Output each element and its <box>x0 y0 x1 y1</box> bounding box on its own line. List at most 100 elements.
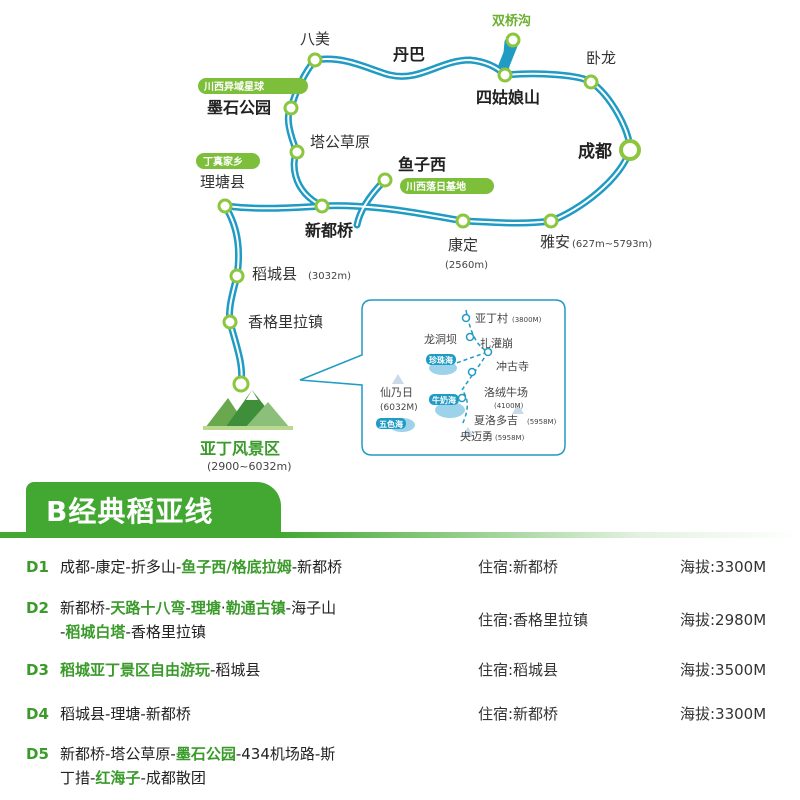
svg-text:冲古寺: 冲古寺 <box>496 359 529 373</box>
svg-text:(3800M): (3800M) <box>512 316 542 324</box>
lodging-label: 住宿:新都桥 <box>478 705 559 723</box>
svg-text:(5958M): (5958M) <box>495 434 525 442</box>
lodging-label: 住宿:香格里拉镇 <box>478 611 589 629</box>
highlight-spot: 勒通古镇 <box>225 599 286 617</box>
label-yaan: 雅安 <box>540 233 570 251</box>
route-text: 丁措- <box>60 769 96 787</box>
route-text: - <box>185 599 191 617</box>
svg-text:(5958M): (5958M) <box>527 418 557 426</box>
route-line: 稻城县-理塘-新都桥 <box>60 702 440 726</box>
label-kangding-alt: (2560m) <box>445 260 488 271</box>
svg-text:仙乃日: 仙乃日 <box>380 386 413 399</box>
route-line: 丁措-红海子-成都散团 <box>60 766 440 790</box>
day-route: 新都桥-天路十八弯-理塘·勒通古镇-海子山-稻城白塔-香格里拉镇 <box>60 596 440 644</box>
day-label: D2 <box>26 599 49 617</box>
altitude-label: 海拔:3500M <box>680 661 767 679</box>
route-banner: B经典稻亚线 <box>0 482 800 538</box>
altitude-label: 海拔:3300M <box>680 705 767 723</box>
route-text: -稻城县 <box>210 661 261 679</box>
label-moshigongyuan: 墨石公园 <box>207 98 271 117</box>
svg-text:夏洛多吉: 夏洛多吉 <box>474 413 518 427</box>
day-route: 稻城县-理塘-新都桥 <box>60 702 440 726</box>
lodging-label: 住宿:新都桥 <box>478 558 559 576</box>
node-yuzixi <box>377 172 393 188</box>
route-text: -434机场路-斯 <box>235 745 336 763</box>
route-text: 新都桥- <box>60 599 111 617</box>
svg-text:洛绒牛场: 洛绒牛场 <box>484 385 528 399</box>
node-litang <box>217 198 233 214</box>
highlight-spot: 墨石公园 <box>175 745 236 763</box>
label-wolong: 卧龙 <box>586 49 616 67</box>
svg-text:五色海: 五色海 <box>379 419 403 429</box>
svg-text:川西异域星球: 川西异域星球 <box>203 80 265 93</box>
day-route: 稻城亚丁景区自由游玩-稻城县 <box>60 658 440 682</box>
label-daocheng: 稻城县 <box>252 265 297 283</box>
highlight-spot: 天路十八弯 <box>110 599 186 617</box>
route-text: · <box>220 599 226 617</box>
tag-moshi: 川西异域星球 <box>198 78 308 94</box>
label-daocheng-alt: (3032m) <box>308 271 351 282</box>
route-nodes <box>217 32 641 393</box>
label-danba: 丹巴 <box>393 45 425 64</box>
route-line: 稻城亚丁景区自由游玩-稻城县 <box>60 658 440 682</box>
svg-text:扎灌崩: 扎灌崩 <box>480 336 513 350</box>
svg-text:亚丁村: 亚丁村 <box>475 311 508 325</box>
day-route: 新都桥-塔公草原-墨石公园-434机场路-斯丁措-红海子-成都散团 <box>60 742 440 790</box>
svg-text:丁真家乡: 丁真家乡 <box>203 155 243 168</box>
route-line: 新都桥-塔公草原-墨石公园-434机场路-斯 <box>60 742 440 766</box>
label-xianggelila: 香格里拉镇 <box>248 313 323 331</box>
node-xinduqiao <box>314 198 330 214</box>
route-text: 稻城县-理塘-新都桥 <box>60 705 191 723</box>
route-text: -香格里拉镇 <box>125 623 206 641</box>
label-yuzixi: 鱼子西 <box>398 155 446 174</box>
route-text: -成都散团 <box>140 769 206 787</box>
highlight-spot: 鱼子西/格底拉姆 <box>181 558 292 576</box>
svg-text:川西落日基地: 川西落日基地 <box>405 180 466 193</box>
label-chengdu: 成都 <box>578 141 612 162</box>
label-kangding: 康定 <box>448 236 478 254</box>
lodging-label: 住宿:稻城县 <box>478 661 559 679</box>
label-yading: 亚丁风景区 <box>200 439 280 458</box>
tag-litang: 丁真家乡 <box>196 153 260 169</box>
label-shuangqiaogou: 双桥沟 <box>492 13 531 29</box>
route-text: 新都桥-塔公草原- <box>60 745 176 763</box>
route-text: -新都桥 <box>291 558 343 576</box>
altitude-label: 海拔:3300M <box>680 558 767 576</box>
node-shuangqiaogou <box>505 32 521 48</box>
node-xianggelila <box>222 314 238 330</box>
label-siguniangshan: 四姑娘山 <box>476 88 540 107</box>
svg-text:龙洞坝: 龙洞坝 <box>424 332 457 346</box>
node-wolong <box>583 74 599 90</box>
highlight-spot: 理塘 <box>190 599 221 617</box>
banner-title: B经典稻亚线 <box>46 495 214 528</box>
label-tagongcaoyuan: 塔公草原 <box>310 133 370 151</box>
label-xinduqiao: 新都桥 <box>305 221 354 240</box>
route-text: 成都-康定-折多山- <box>60 558 182 576</box>
highlight-spot: 稻城白塔 <box>65 623 126 641</box>
label-yaan-alt: (627m~5793m) <box>572 239 652 250</box>
svg-text:央迈勇: 央迈勇 <box>460 430 493 443</box>
route-line: 成都-康定-折多山-鱼子西/格底拉姆-新都桥 <box>60 555 440 579</box>
day-label: D1 <box>26 558 49 576</box>
route-text: -海子山 <box>285 599 337 617</box>
node-daocheng <box>229 268 245 284</box>
highlight-spot: 红海子 <box>95 769 141 787</box>
highlight-spot: 稻城亚丁景区自由游玩 <box>60 661 211 679</box>
node-moshigongyuan <box>283 100 299 116</box>
inset-map: 珍珠海 牛奶海 五色海 亚丁村 (3800M) 龙洞坝 扎灌崩 冲古寺 仙乃日 … <box>299 299 566 456</box>
route-line: -稻城白塔-香格里拉镇 <box>60 620 440 644</box>
route-line: 新都桥-天路十八弯-理塘·勒通古镇-海子山 <box>60 596 440 620</box>
route-map: 双桥沟 八美 丹巴 卧龙 四姑娘山 墨石公园 塔公草原 成都 鱼子西 理塘县 新… <box>196 13 652 473</box>
route-text: - <box>60 623 66 641</box>
node-kangding <box>455 213 471 229</box>
svg-text:珍珠海: 珍珠海 <box>429 355 453 365</box>
node-yaan <box>543 213 559 229</box>
node-yading <box>232 375 250 393</box>
day-label: D3 <box>26 661 49 679</box>
altitude-label: 海拔:2980M <box>680 611 767 629</box>
svg-text:(4100M): (4100M) <box>494 402 524 410</box>
day-label: D5 <box>26 745 49 763</box>
mountains-illustration <box>203 390 293 430</box>
node-siguniangshan <box>497 67 513 83</box>
day-label: D4 <box>26 705 49 723</box>
